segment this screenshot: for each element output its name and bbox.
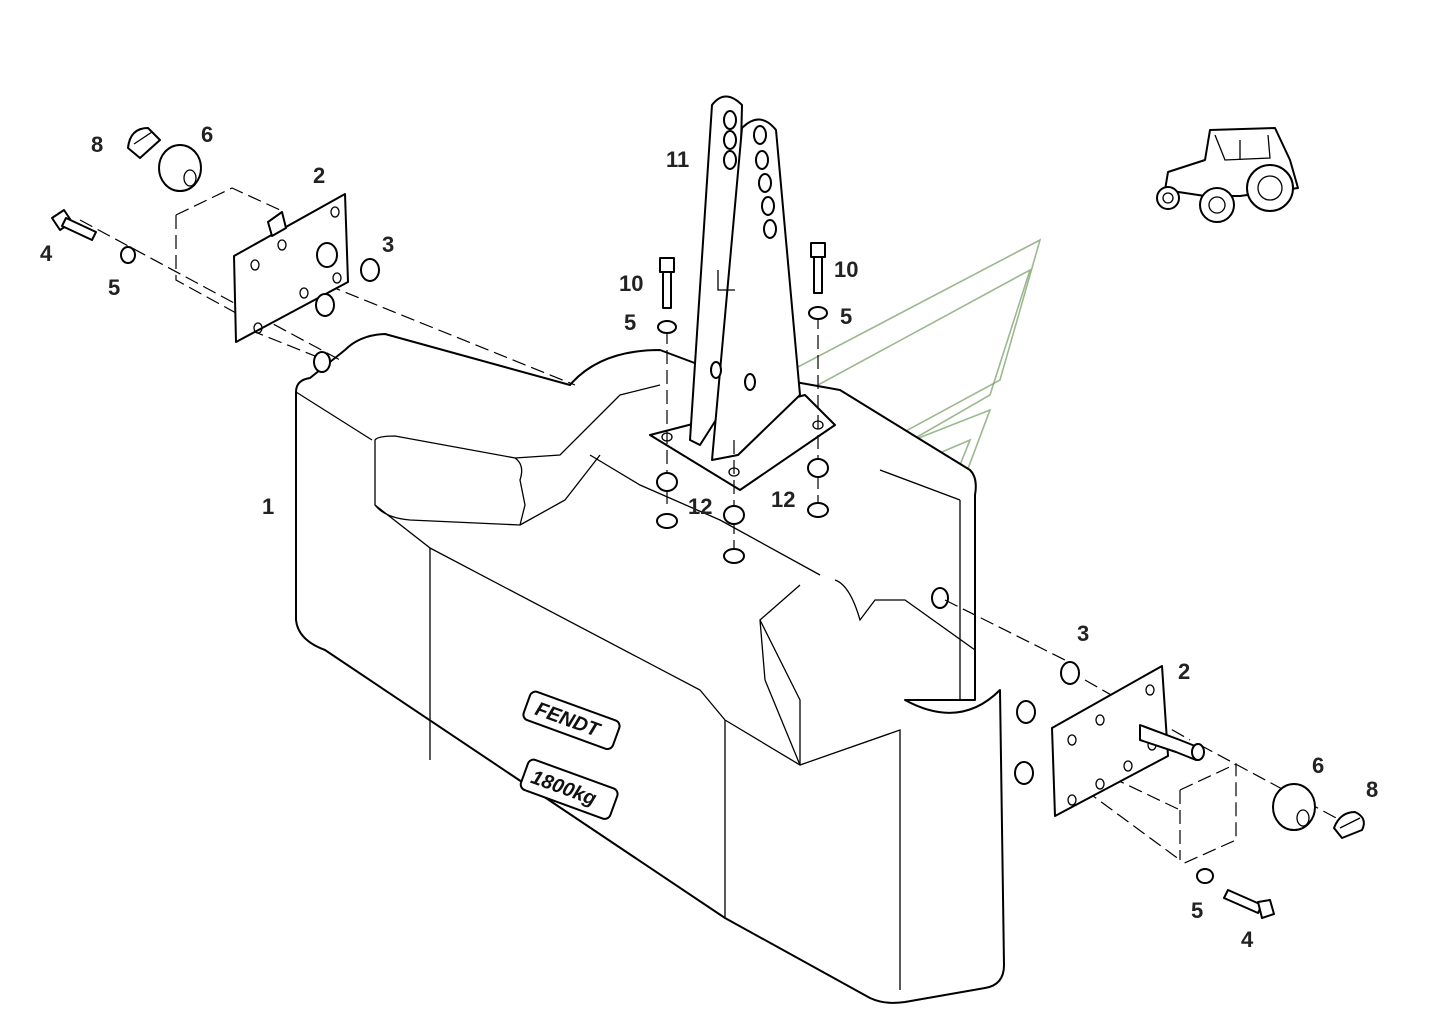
callout-washer-left: 5 <box>108 275 120 300</box>
top-fasteners <box>656 242 829 564</box>
callout-washer-right: 5 <box>1191 898 1203 923</box>
callout-spacer-left: 3 <box>382 232 394 257</box>
bolt-right <box>1223 889 1275 919</box>
spacer-right-top <box>1060 661 1080 685</box>
callout-bolt-left: 4 <box>40 241 53 266</box>
counterweight-block: FENDT 1800kg <box>295 333 1005 1004</box>
callout-plate-right: 2 <box>1178 659 1190 684</box>
nut-left <box>656 472 678 529</box>
washer-left <box>120 246 136 264</box>
spacer-left-bottom <box>315 293 335 317</box>
callout-nut-right: 12 <box>771 487 795 512</box>
lifting-bracket <box>649 95 836 491</box>
callout-ball-right: 6 <box>1312 753 1324 778</box>
callout-clip-left: 8 <box>91 132 103 157</box>
callout-bolt-top-right: 10 <box>834 257 858 282</box>
bolt-left <box>51 209 97 241</box>
callout-nut-left: 12 <box>688 494 712 519</box>
ball-right <box>1272 783 1316 831</box>
bolt-top-left <box>659 257 675 309</box>
callout-bracket: 11 <box>666 147 689 172</box>
callout-clip-right: 8 <box>1366 777 1378 802</box>
left-mounting-assembly <box>51 127 576 386</box>
spacer-right-bottom <box>1014 761 1034 785</box>
nut-right <box>807 458 829 518</box>
callouts: 1 2 2 3 3 4 4 5 5 5 5 6 6 8 8 10 10 11 1… <box>40 122 1378 952</box>
mounting-plate-right <box>1051 665 1205 817</box>
spacer-left-top <box>360 258 380 282</box>
ball-left <box>158 144 202 192</box>
tractor-icon <box>1156 127 1299 223</box>
right-mounting-assembly <box>944 599 1365 919</box>
callout-plate-left: 2 <box>313 163 325 188</box>
clip-left <box>127 127 161 159</box>
callout-spacer-right: 3 <box>1077 621 1089 646</box>
callout-weight-block: 1 <box>262 494 274 519</box>
callout-bolt-right: 4 <box>1241 927 1254 952</box>
clip-right <box>1333 811 1365 839</box>
mounting-plate-left <box>233 193 349 343</box>
callout-bolt-top-left: 10 <box>619 271 643 296</box>
bolt-top-right <box>810 242 826 294</box>
washer-top-right <box>808 306 828 320</box>
callout-washer-top-left: 5 <box>624 310 636 335</box>
nut-center <box>723 505 745 564</box>
washer-top-left <box>657 320 677 334</box>
callout-washer-top-right: 5 <box>840 304 852 329</box>
washer-right <box>1196 868 1214 884</box>
spacer-right-middle <box>1016 700 1036 724</box>
callout-ball-left: 6 <box>201 122 213 147</box>
pin-stub-left <box>313 351 331 373</box>
